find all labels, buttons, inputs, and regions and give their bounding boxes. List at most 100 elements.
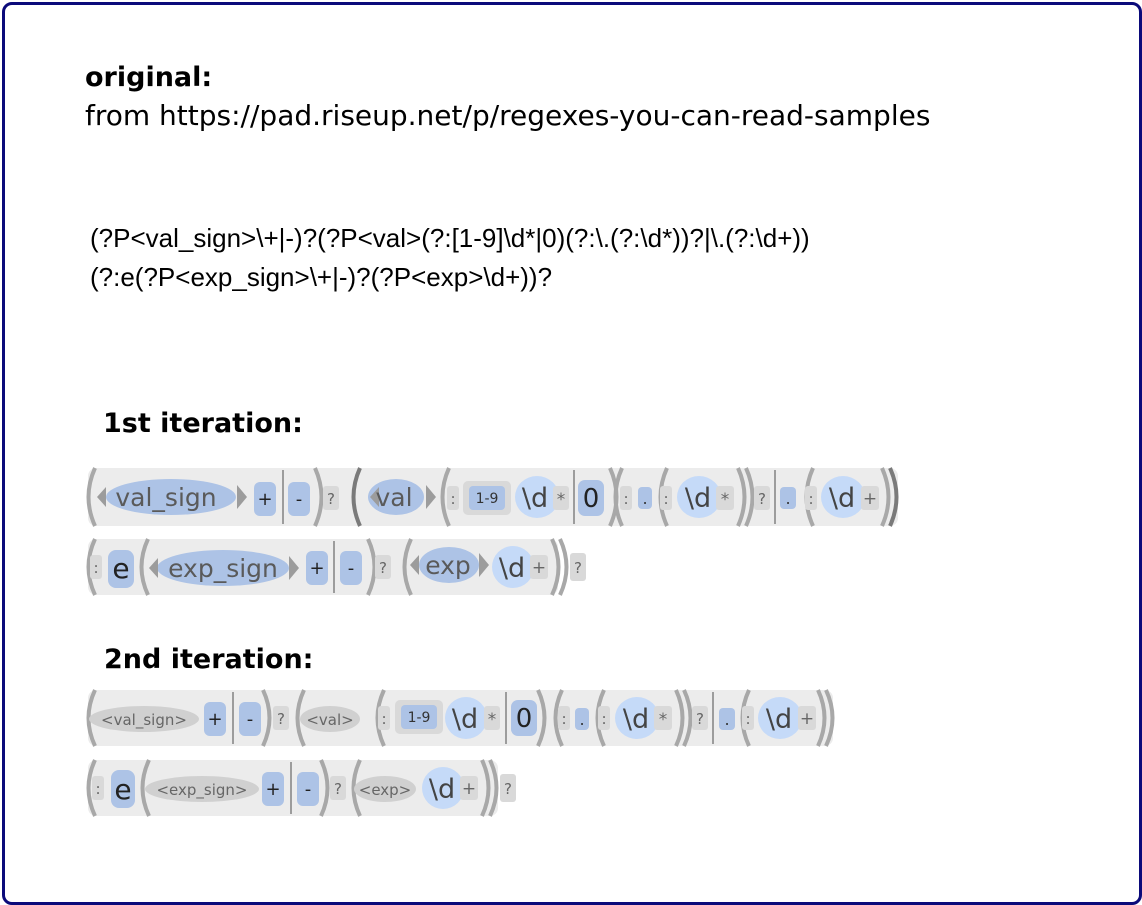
exp-group-label: <exp> — [359, 781, 412, 799]
group-left-marker — [410, 555, 419, 575]
plus-quantifier-text: + — [532, 558, 546, 578]
group-right-marker — [426, 485, 436, 509]
iter2-row2: : e <exp_sign> + - ? <exp> \d + ? — [86, 759, 516, 817]
close-paren — [558, 538, 569, 596]
close-paren — [824, 689, 835, 747]
exp-sign-group-pill — [157, 550, 289, 586]
noncapture-marker — [558, 706, 570, 730]
plus-quantifier-text: + — [863, 489, 877, 509]
val-group-pill — [368, 479, 424, 515]
noncapture-marker-text: : — [745, 710, 750, 728]
open-paren — [86, 467, 97, 527]
close-paren — [682, 689, 693, 747]
range-class-text: 1-9 — [408, 710, 431, 726]
minus-literal — [239, 702, 261, 736]
open-paren — [86, 759, 97, 817]
open-paren — [613, 467, 624, 527]
zero-literal-text: 0 — [516, 704, 533, 734]
range-class — [401, 705, 437, 729]
star-quantifier — [654, 706, 672, 730]
optional-marker — [570, 553, 586, 581]
optional-marker-text: ? — [327, 490, 335, 508]
optional-marker-text: ? — [758, 490, 766, 508]
digit-class-text: \d — [452, 704, 478, 735]
minus-literal — [340, 551, 362, 585]
second-iteration-heading: 2nd iteration: — [104, 644, 314, 675]
noncapture-marker-text: : — [601, 710, 606, 728]
plus-quantifier-text: + — [462, 779, 476, 799]
digit-class — [615, 697, 659, 739]
digit-class-text: \d — [522, 483, 548, 514]
dot-literal — [638, 487, 652, 509]
open-paren — [86, 689, 97, 747]
dot-literal — [780, 487, 796, 509]
e-literal — [108, 550, 134, 588]
close-paren — [366, 538, 377, 596]
val-open-paren — [351, 467, 362, 527]
digit-class-text: \d — [829, 483, 855, 514]
range-class-text: 1-9 — [476, 491, 499, 507]
row-background — [88, 760, 498, 816]
close-paren — [880, 467, 891, 527]
digit-class — [758, 697, 802, 739]
optional-marker — [500, 774, 516, 802]
plus-quantifier — [798, 706, 816, 730]
val-group-label: <val> — [306, 711, 353, 729]
star-quantifier — [484, 706, 500, 730]
regex-line-2: (?:e(?P<exp_sign>\+|-)?(?P<exp>\d+))? — [90, 262, 553, 292]
plus-literal — [204, 702, 226, 736]
original-label: original: — [85, 62, 213, 93]
range-class — [469, 486, 505, 510]
digit-class — [492, 546, 534, 588]
plus-literal — [306, 551, 328, 585]
noncapture-marker-text: : — [561, 710, 566, 728]
digit-class-text: \d — [429, 774, 455, 805]
plus-literal-text: + — [309, 558, 324, 579]
val-close-paren — [888, 467, 899, 527]
open-paren — [86, 538, 97, 596]
open-paren — [402, 538, 413, 596]
open-paren — [351, 759, 362, 817]
open-paren — [595, 689, 606, 747]
exp-group-pill — [419, 547, 479, 583]
minus-literal — [288, 482, 310, 516]
digit-class — [677, 476, 721, 518]
zero-literal — [511, 700, 537, 736]
exp-group-pill — [354, 776, 416, 802]
optional-marker — [375, 555, 391, 579]
noncapture-marker-text: : — [663, 490, 668, 508]
close-paren — [816, 689, 827, 747]
digit-class-text: \d — [499, 553, 525, 584]
group-right-marker — [289, 556, 299, 580]
noncapture-marker — [660, 486, 672, 510]
noncapture-marker-text: : — [93, 559, 98, 577]
minus-literal-text: - — [348, 558, 355, 579]
digit-class — [515, 476, 559, 518]
digit-class — [821, 476, 865, 518]
noncapture-marker-text: : — [95, 780, 100, 798]
close-paren — [674, 689, 685, 747]
noncapture-marker — [378, 706, 390, 730]
open-paren — [140, 759, 151, 817]
plus-quantifier — [530, 555, 548, 579]
optional-marker-text: ? — [504, 780, 512, 798]
optional-marker — [273, 706, 289, 730]
group-left-marker — [149, 558, 158, 578]
dot-literal-text: . — [579, 710, 584, 729]
iter2-row1: <val_sign> + - ? <val> : 1-9 \d * 0 : . … — [86, 689, 835, 747]
noncapture-marker-text: : — [808, 490, 813, 508]
dot-literal — [719, 708, 735, 730]
plus-quantifier — [460, 776, 478, 800]
star-quantifier-text: * — [721, 490, 730, 510]
e-literal — [111, 770, 135, 808]
plus-literal-text: + — [207, 709, 222, 730]
star-quantifier — [553, 486, 569, 510]
noncapture-marker-text: : — [623, 490, 628, 508]
noncapture-marker-text: : — [450, 490, 455, 508]
star-quantifier — [716, 486, 734, 510]
noncapture-marker — [620, 486, 632, 510]
e-literal-text: e — [112, 552, 129, 585]
optional-marker-text: ? — [334, 780, 342, 798]
iter1-row2: : e exp_sign + - ? exp \d + ? — [86, 538, 586, 596]
iter1-row1: val_sign + - ? val : 1-9 \d * 0 : . — [86, 467, 899, 527]
